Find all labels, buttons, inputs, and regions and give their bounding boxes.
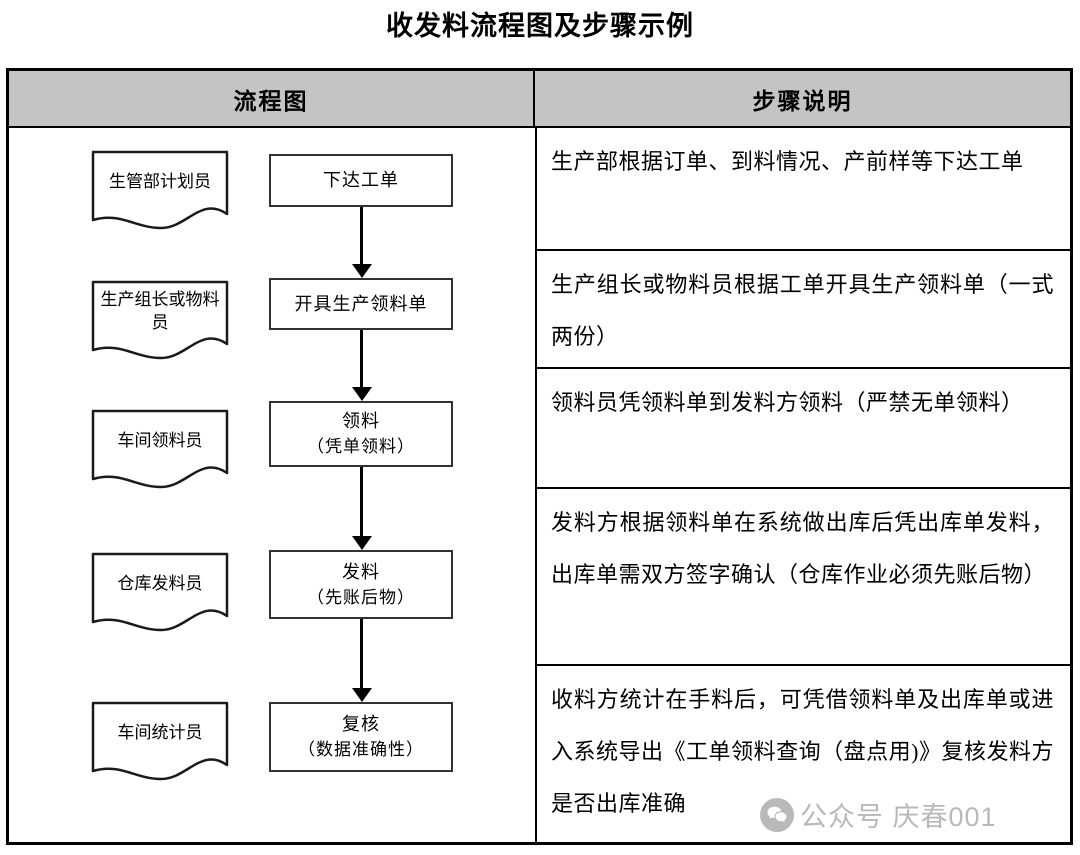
flow-role-2-label: 生产组长或物料员 [100, 290, 220, 332]
step-row-1: 生产部根据订单、到料情况、产前样等下达工单 [537, 128, 1070, 251]
flow-node-3-label: 领料 [342, 411, 380, 431]
flow-role-3-label: 车间领料员 [117, 430, 203, 450]
column-divider [535, 128, 537, 842]
flow-node-1-label: 下达工单 [323, 170, 399, 190]
flow-node-5-sublabel: （数据准确性） [298, 740, 424, 759]
flow-node-4: 发料 （先账后物） [269, 550, 453, 619]
flow-node-4-sublabel: （先账后物） [307, 587, 415, 607]
flow-role-1-label: 生管部计划员 [109, 171, 211, 191]
flow-role-4: 仓库发料员 [91, 552, 229, 632]
flow-node-3-sublabel: （凭单领料） [307, 437, 415, 456]
flow-node-1: 下达工单 [269, 154, 453, 207]
table-body: 生管部计划员 生产组长或物料员 车间领料员 仓库发料员 [9, 128, 1070, 842]
flow-role-5-label: 车间统计员 [117, 722, 203, 742]
flow-table: 流程图 步骤说明 生管部计划员 生产组长或物料员 [6, 68, 1073, 845]
step-row-4: 发料方根据领料单在系统做出库后凭出库单发料，出库单需双方签字确认（仓库作业必须先… [537, 489, 1070, 666]
steps-cell: 生产部根据订单、到料情况、产前样等下达工单 生产组长或物料员根据工单开具生产领料… [537, 128, 1070, 842]
step-row-2: 生产组长或物料员根据工单开具生产领料单（一式两份） [537, 251, 1070, 369]
flow-node-5-label: 复核 [342, 714, 380, 734]
flow-node-2: 开具生产领料单 [269, 278, 453, 330]
flow-role-4-label: 仓库发料员 [117, 573, 203, 593]
document-shape-icon [91, 280, 229, 360]
flow-connector-4-5 [352, 619, 372, 702]
document-shape-icon [91, 409, 229, 489]
flow-role-2: 生产组长或物料员 [91, 280, 229, 360]
flow-node-2-label: 开具生产领料单 [294, 293, 428, 314]
flow-role-3: 车间领料员 [91, 409, 229, 489]
column-header-steps: 步骤说明 [752, 88, 853, 114]
flow-node-5: 复核 （数据准确性） [269, 702, 453, 772]
step-row-3: 领料员凭领料单到发料方领料（严禁无单领料） [537, 369, 1070, 489]
flow-role-5: 车间统计员 [91, 701, 229, 781]
column-header-flowchart: 流程图 [9, 71, 535, 126]
document-shape-icon [91, 150, 229, 230]
flow-connector-3-4 [352, 467, 372, 550]
flow-node-4-label: 发料 [342, 561, 380, 582]
flow-connector-2-3 [352, 330, 372, 401]
document-shape-icon [91, 701, 229, 781]
flow-role-1: 生管部计划员 [91, 150, 229, 230]
table-header-row: 流程图 步骤说明 [9, 71, 1070, 128]
flow-connector-1-2 [352, 207, 372, 278]
document-shape-icon [91, 552, 229, 632]
flowchart-cell: 生管部计划员 生产组长或物料员 车间领料员 仓库发料员 [9, 128, 535, 842]
flow-node-3: 领料 （凭单领料） [269, 401, 453, 467]
step-row-5: 收料方统计在手料后，可凭借领料单及出库单或进入系统导出《工单领料查询（盘点用)》… [551, 687, 1054, 816]
page-title: 收发料流程图及步骤示例 [386, 11, 694, 41]
